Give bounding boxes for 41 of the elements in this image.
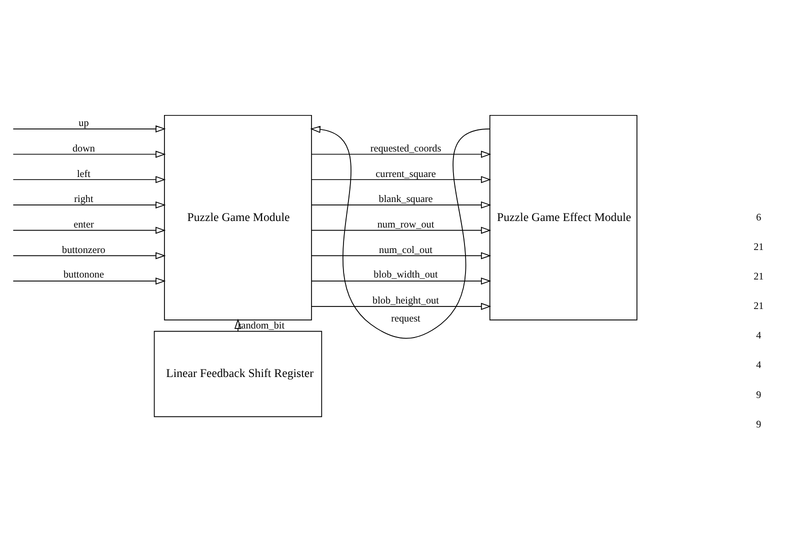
edge-label: current_square	[376, 168, 436, 180]
arrow	[310, 125, 490, 338]
arrow	[311, 277, 492, 284]
label: 6	[756, 212, 762, 223]
label: 21	[754, 300, 764, 312]
arrow	[12, 150, 166, 158]
edge-label: request	[391, 312, 420, 324]
label: 4	[756, 330, 762, 342]
label: 21	[754, 241, 764, 252]
edge-label: down	[72, 142, 95, 154]
arrow	[311, 176, 492, 183]
node-box: Linear Feedback Shift Register	[154, 330, 322, 417]
arrow	[311, 200, 492, 208]
arrow	[12, 176, 166, 183]
edge-label: blob_width_out	[374, 268, 438, 280]
edge-label: right	[74, 194, 94, 205]
node-box: Puzzle Game Effect Module	[489, 114, 638, 320]
label: 4	[756, 360, 762, 371]
edge-label: buttonone	[63, 268, 104, 280]
arrow	[311, 302, 492, 310]
edge-label: left	[76, 168, 90, 180]
edge-label: buttonzero	[62, 244, 106, 256]
node-box: Puzzle Game Module	[164, 114, 312, 320]
arrow	[311, 226, 492, 234]
label: 9	[756, 418, 762, 430]
arrow	[12, 252, 166, 259]
edge-label: blank_square	[378, 194, 433, 205]
edge-label: enter	[74, 218, 94, 230]
edge-label: num_row_out	[377, 218, 434, 230]
edge-label: blob_height_out	[372, 295, 439, 306]
edge-label: num_col_out	[379, 244, 432, 256]
label: 9	[756, 389, 762, 400]
arrow	[12, 277, 166, 284]
label: 21	[754, 270, 764, 282]
arrow	[311, 252, 492, 259]
arrow	[12, 226, 166, 234]
arrow	[12, 124, 166, 132]
arrow	[12, 200, 166, 208]
edge-label: requested_coords	[370, 142, 442, 154]
edge-label: up	[78, 118, 89, 129]
arrow	[311, 150, 492, 158]
